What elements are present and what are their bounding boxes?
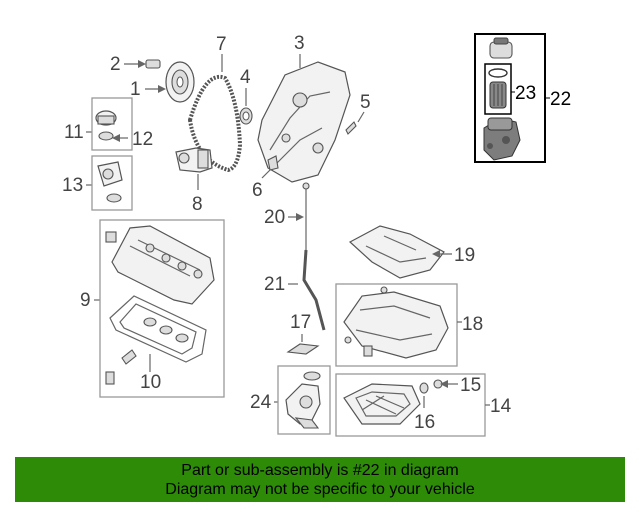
callout-5: 5 [360, 92, 371, 113]
dipstick-group[interactable]: 20 21 [264, 182, 326, 331]
callout-1: 1 [130, 79, 141, 100]
callout-11: 11 [64, 122, 84, 143]
gasket-17-group[interactable]: 17 [286, 312, 320, 355]
crankshaft-pulley-group[interactable]: 2 1 [110, 54, 195, 103]
lower-oil-pan-box[interactable]: 15 16 14 [335, 373, 512, 437]
pcv-valve-box[interactable]: 13 [62, 155, 133, 211]
callout-14: 14 [490, 396, 512, 417]
callout-9: 9 [80, 290, 91, 311]
timing-cover-group[interactable]: 3 [257, 33, 351, 183]
valve-cover-box[interactable]: 9 10 [80, 219, 225, 398]
parts-diagram: 2 1 7 4 8 3 5 [62, 33, 571, 437]
callout-23: 23 [515, 83, 536, 104]
footer-banner: Part or sub-assembly is #22 in diagram D… [15, 457, 625, 502]
oil-pump-box[interactable]: 24 [250, 365, 331, 435]
callout-6: 6 [252, 180, 263, 201]
footer-line-2: Diagram may not be specific to your vehi… [165, 481, 475, 498]
callout-13: 13 [62, 175, 83, 196]
chain-tensioner-group[interactable]: 8 [175, 147, 213, 215]
callout-24: 24 [250, 392, 272, 413]
callout-12: 12 [132, 129, 153, 150]
callout-7: 7 [216, 34, 227, 55]
oil-filter-assembly-box[interactable]: 23 22 [474, 33, 571, 163]
callout-17: 17 [290, 312, 311, 333]
oil-baffle-group[interactable]: 19 [348, 225, 475, 279]
footer-line-1: Part or sub-assembly is #22 in diagram [181, 462, 459, 479]
upper-oil-pan-box[interactable]: 18 [335, 283, 483, 367]
seal-group-5-6[interactable]: 5 6 [252, 92, 371, 201]
callout-15: 15 [460, 375, 481, 396]
callout-16: 16 [414, 412, 435, 433]
callout-22: 22 [550, 89, 571, 110]
callout-3: 3 [294, 33, 305, 54]
callout-18: 18 [462, 314, 483, 335]
callout-8: 8 [192, 194, 203, 215]
oil-filler-cap-box[interactable]: 11 12 [64, 97, 153, 151]
callout-19: 19 [454, 245, 475, 266]
callout-21: 21 [264, 274, 285, 295]
callout-2: 2 [110, 54, 121, 75]
callout-20: 20 [264, 207, 285, 228]
callout-4: 4 [240, 67, 251, 88]
callout-10: 10 [140, 372, 161, 393]
